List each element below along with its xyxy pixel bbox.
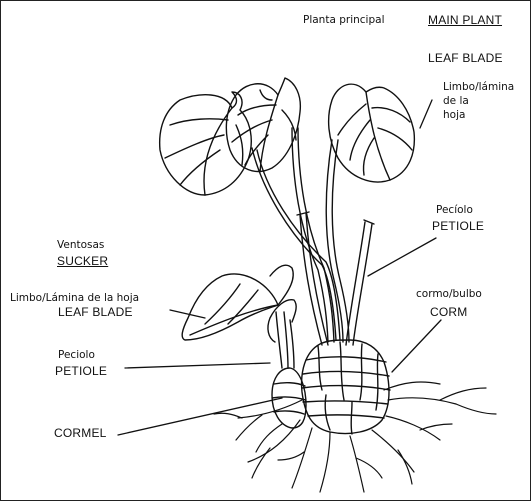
main-leaf-1 — [160, 92, 252, 195]
roots — [214, 382, 496, 492]
label-leaf-blade-sucker-es: Limbo/Lámina de la hoja — [10, 293, 139, 304]
cormel — [272, 368, 306, 428]
main-leaf-3 — [329, 84, 415, 182]
label-corm-es: cormo/bulbo — [416, 289, 482, 300]
label-petiole-sucker-en: PETIOLE — [55, 365, 107, 377]
label-sucker-es: Ventosas — [57, 240, 104, 251]
main-petioles — [252, 128, 374, 345]
label-corm-en: CORM — [430, 306, 467, 318]
label-cormel-en: CORMEL — [54, 427, 107, 439]
label-petiole-sucker-es: Peciolo — [58, 350, 95, 361]
leader-petiole-main — [368, 238, 436, 276]
label-leaf-blade-main-es-2: de la — [443, 96, 469, 107]
label-petiole-main-es: Pecíolo — [436, 205, 473, 216]
label-leaf-blade-main-en: LEAF BLADE — [428, 52, 503, 64]
label-leaf-blade-main-es-1: Limbo/lámina — [443, 82, 514, 93]
leader-petiole-sucker — [125, 363, 270, 368]
label-main-plant-en: MAIN PLANT — [428, 14, 502, 26]
label-sucker-en: SUCKER — [57, 255, 108, 267]
main-leaf-2 — [226, 78, 300, 172]
leader-corm — [392, 320, 441, 372]
label-leaf-blade-sucker-en: LEAF BLADE — [58, 306, 133, 318]
leader-leaf-blade-sucker — [170, 310, 205, 318]
label-leaf-blade-main-es-3: hoja — [443, 110, 465, 121]
main-corm — [302, 340, 390, 434]
leader-leaf-blade-main — [420, 100, 432, 128]
label-petiole-main-en: PETIOLE — [432, 220, 484, 232]
label-main-plant-es: Planta principal — [303, 15, 385, 26]
leader-cormel — [118, 398, 282, 435]
